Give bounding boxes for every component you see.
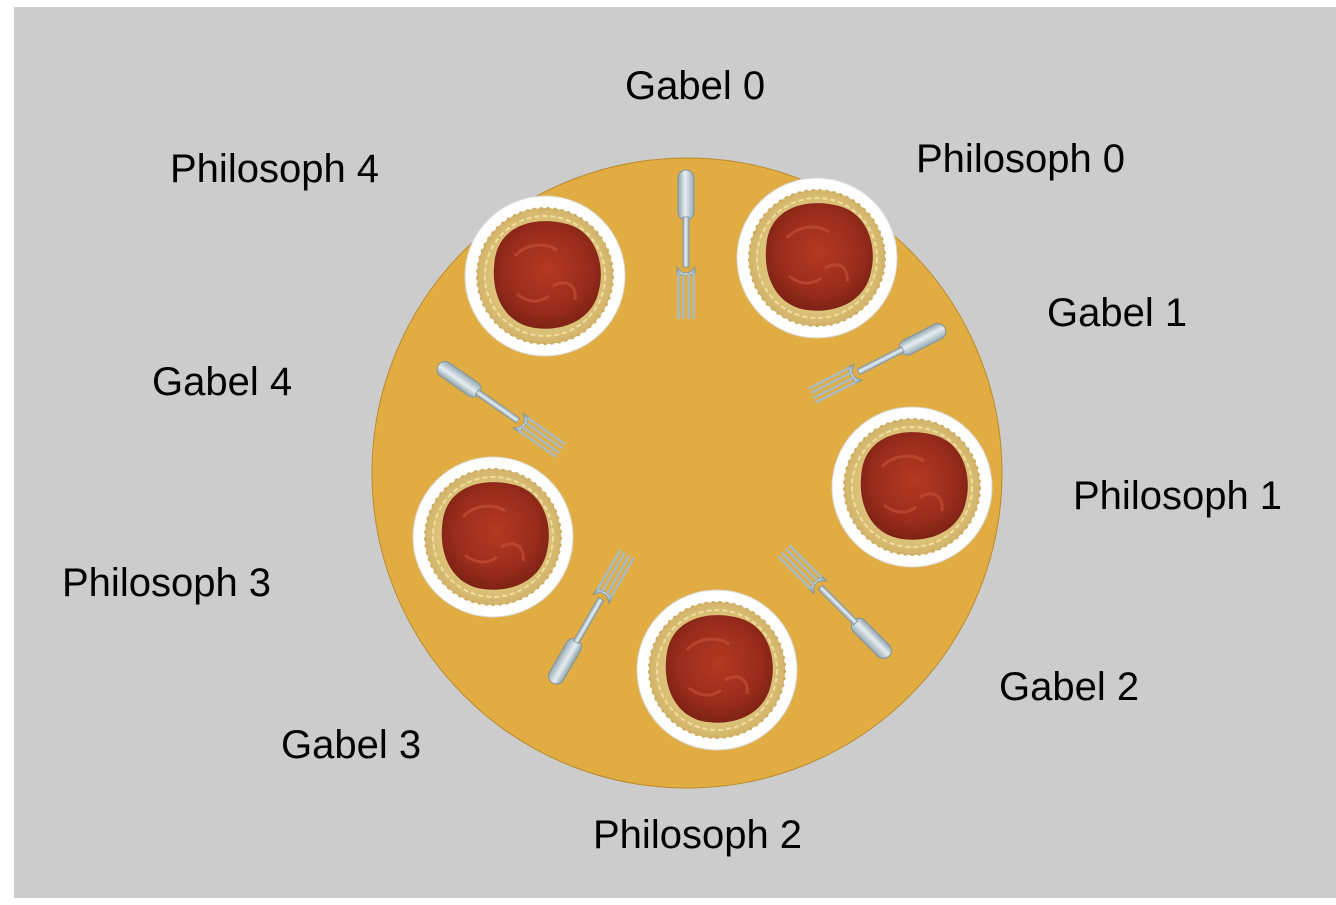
fork-3-label: Gabel 3 <box>281 723 422 767</box>
philosopher-4-label: Philosoph 4 <box>170 147 380 191</box>
philosopher-2-label: Philosoph 2 <box>593 813 803 857</box>
plate-philosopher-1 <box>830 405 994 569</box>
fork-0-label: Gabel 0 <box>625 64 766 108</box>
plate-philosopher-0 <box>735 176 899 340</box>
plate-philosopher-2 <box>635 588 799 752</box>
fork-2-label: Gabel 2 <box>999 665 1140 709</box>
philosopher-3-label: Philosoph 3 <box>62 561 272 605</box>
philosopher-1-label: Philosoph 1 <box>1073 474 1283 518</box>
fork-1-label: Gabel 1 <box>1047 291 1188 335</box>
plate-philosopher-3 <box>411 455 575 619</box>
philosopher-0-label: Philosoph 0 <box>916 137 1126 181</box>
fork-4-label: Gabel 4 <box>152 360 293 404</box>
plate-philosopher-4 <box>463 194 627 358</box>
